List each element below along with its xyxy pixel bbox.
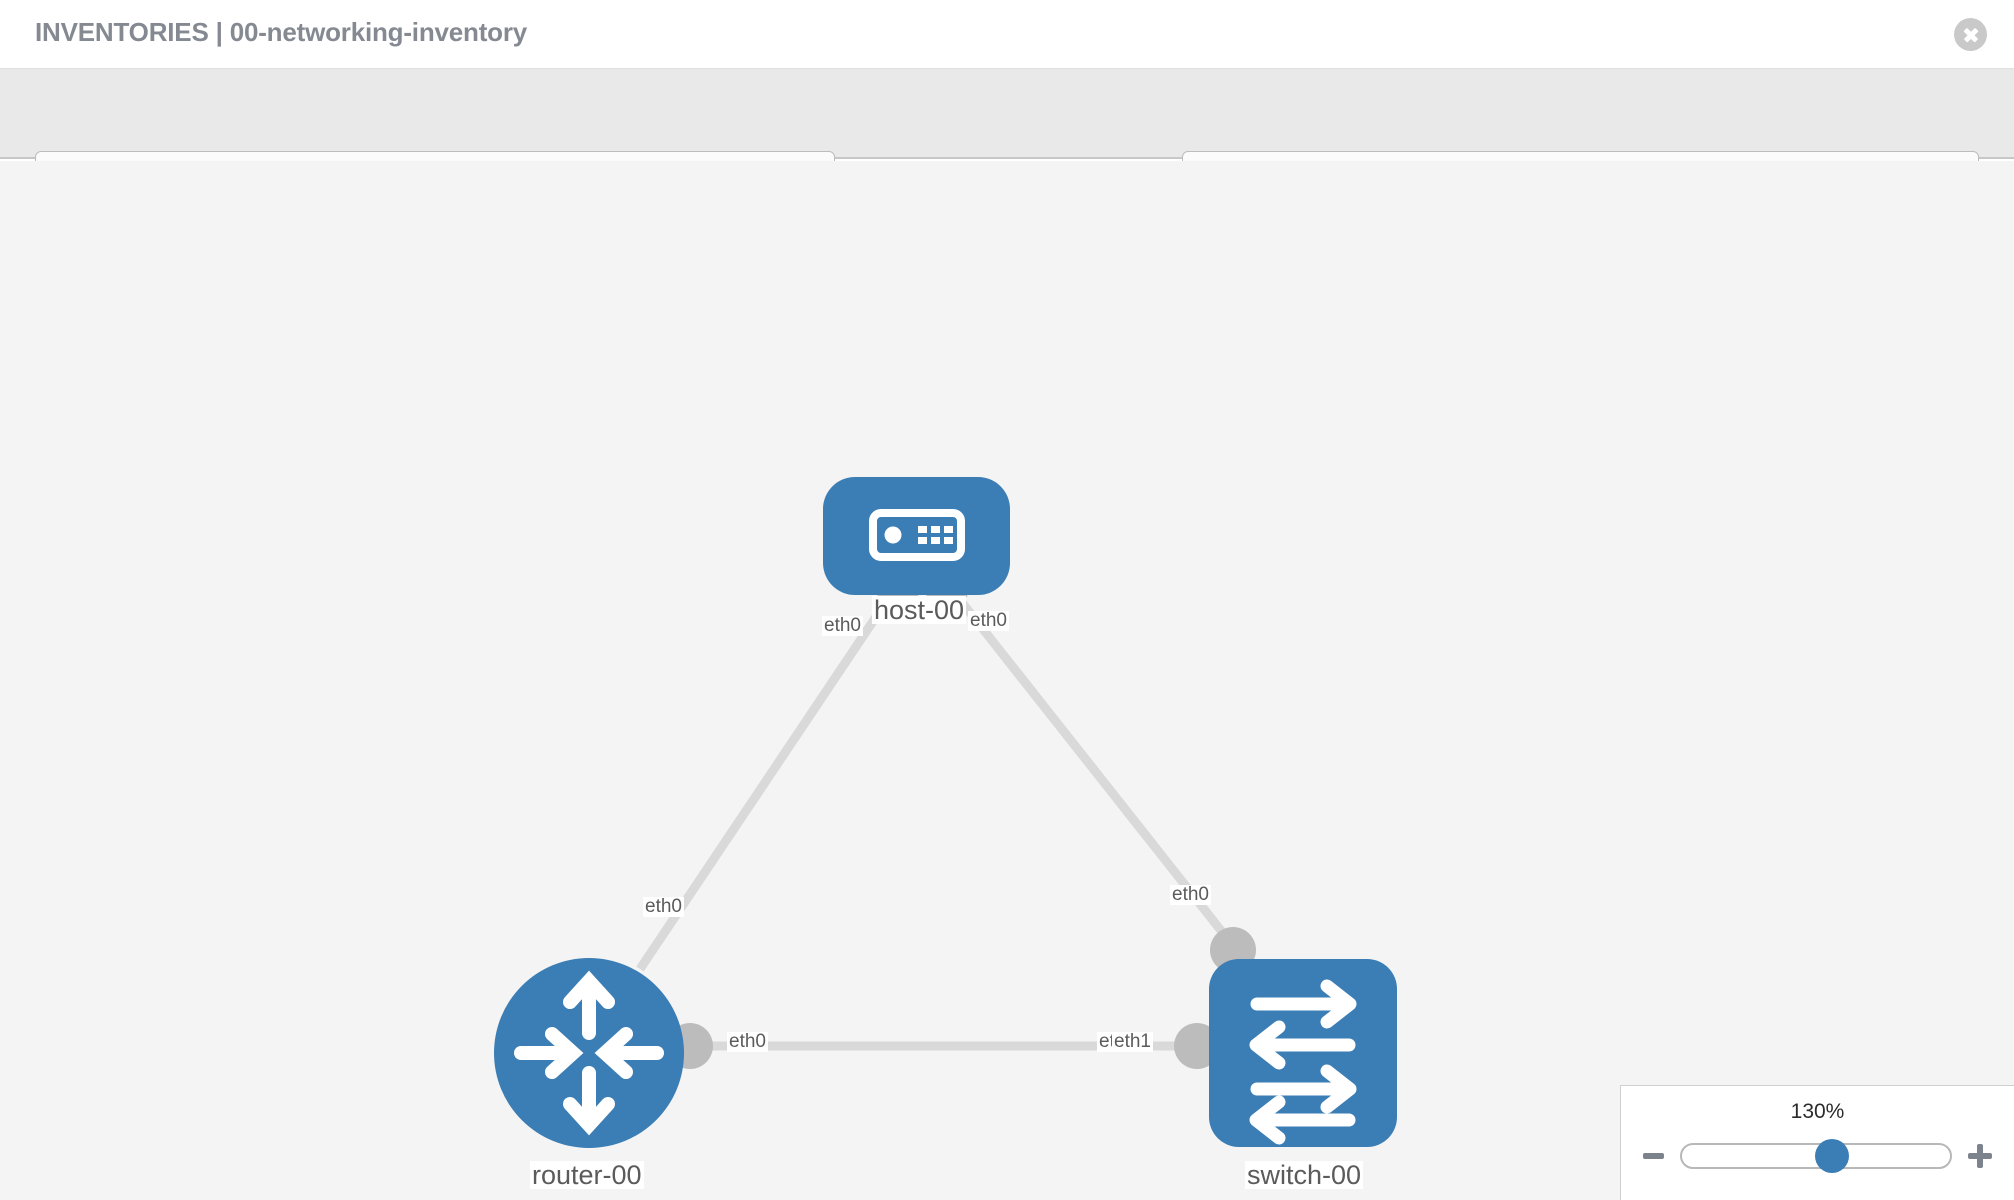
topology-canvas[interactable]: host-00 router-00 switch-00 eth0 eth0 et… xyxy=(0,161,2014,1200)
zoom-control-panel: 130% xyxy=(1620,1085,2014,1200)
edge-label-host-eth0-left: eth0 xyxy=(822,615,863,636)
toolbar: ACTIONS SEARCH xyxy=(0,69,2014,205)
page-header: INVENTORIES | 00-networking-inventory xyxy=(0,0,2014,69)
close-icon[interactable] xyxy=(1954,18,1987,51)
zoom-level-value: 130% xyxy=(1790,1100,1845,1123)
edge-group xyxy=(636,578,1249,1051)
edge-label-router-eth0-right: eth0 xyxy=(727,1031,768,1052)
node-switch-00[interactable] xyxy=(1209,959,1397,1147)
topology-graph xyxy=(494,477,1397,1148)
port-group xyxy=(667,562,1256,1069)
zoom-slider[interactable] xyxy=(1680,1139,1952,1173)
edge-label-switch-eth1-left: eth1 xyxy=(1112,1031,1153,1052)
node-router-00[interactable] xyxy=(494,958,684,1148)
edge-label-router-eth0-up: eth0 xyxy=(643,896,684,917)
zoom-slider-thumb[interactable] xyxy=(1815,1139,1850,1173)
zoom-in-icon[interactable] xyxy=(1968,1144,1992,1168)
node-label-router-00: router-00 xyxy=(530,1160,644,1190)
zoom-slider-row xyxy=(1643,1138,1992,1174)
zoom-out-icon[interactable] xyxy=(1643,1153,1664,1159)
node-host-00[interactable] xyxy=(823,477,1010,595)
edge-label-host-eth0-right: eth0 xyxy=(968,610,1009,631)
node-label-host-00: host-00 xyxy=(872,595,967,625)
port-switch-left[interactable] xyxy=(1174,1023,1220,1069)
page-title: INVENTORIES | 00-networking-inventory xyxy=(35,17,528,47)
edge-label-switch-eth0-up: eth0 xyxy=(1170,884,1211,905)
node-label-switch-00: switch-00 xyxy=(1245,1160,1364,1190)
